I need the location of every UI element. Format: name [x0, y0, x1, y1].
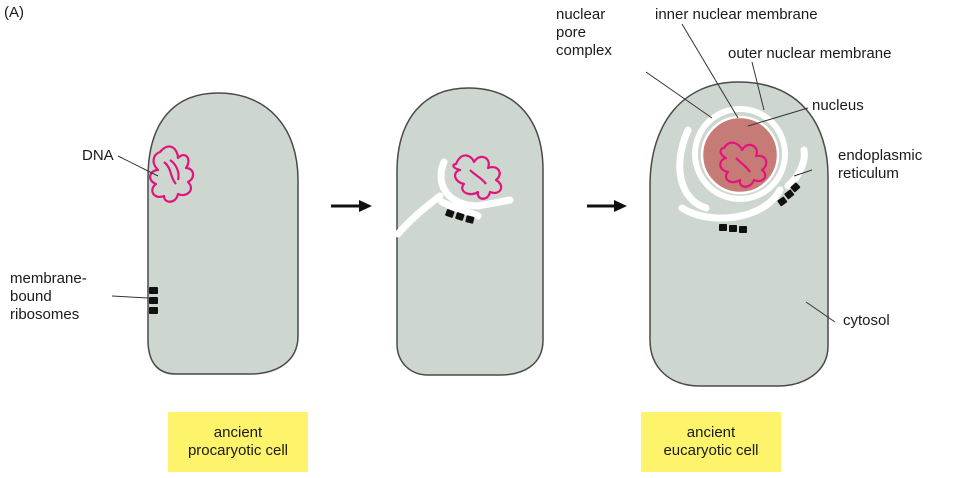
nucleus-label: nucleus [812, 97, 864, 115]
outer-nuclear-membrane-label: outer nuclear membrane [728, 45, 891, 63]
arrow-1 [331, 200, 372, 212]
procaryotic-caption: ancient procaryotic cell [168, 412, 308, 472]
intermediate-cell [397, 88, 543, 375]
ribosomes-leader [112, 296, 148, 298]
dna-label: DNA [82, 147, 114, 165]
procaryotic-ribosomes [149, 287, 158, 314]
procaryotic-cell [148, 93, 298, 374]
inner-nuclear-membrane-label: inner nuclear membrane [655, 6, 818, 24]
eucaryotic-caption: ancient eucaryotic cell [641, 412, 781, 472]
nuclear-pore-complex-label: nuclear pore complex [556, 6, 612, 60]
ribosomes-label: membrane- bound ribosomes [10, 270, 87, 324]
endoplasmic-reticulum-label: endoplasmic reticulum [838, 147, 922, 183]
arrow-2 [587, 200, 627, 212]
cytosol-label: cytosol [843, 312, 890, 330]
panel-label: (A) [4, 4, 24, 22]
